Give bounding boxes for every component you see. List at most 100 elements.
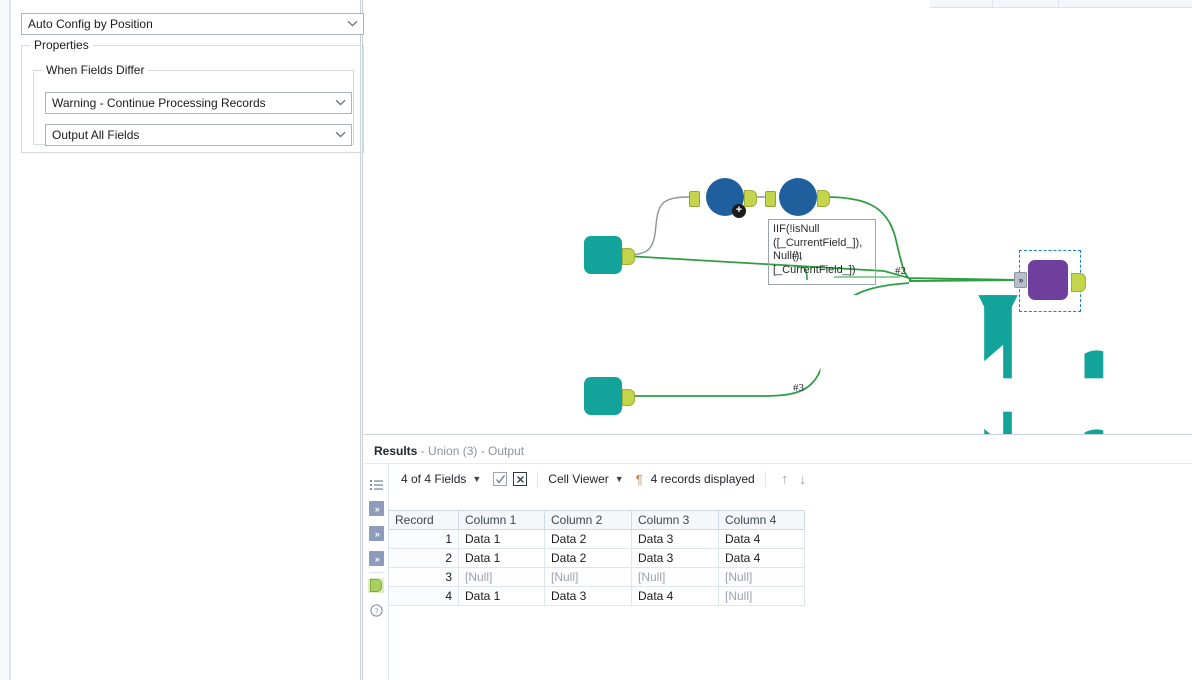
when-fields-differ-select[interactable]: Warning - Continue Processing Records <box>45 92 352 114</box>
chevron-down-icon: ▼ <box>614 474 624 484</box>
records-displayed-label: 4 records displayed <box>651 472 755 486</box>
output-anchor[interactable] <box>622 248 635 265</box>
svg-text:?: ? <box>375 607 379 616</box>
toolbar-divider <box>537 471 539 487</box>
column-header-record[interactable]: Record <box>388 510 459 530</box>
table-row[interactable]: 2 Data 1 Data 2 Data 3 Data 4 <box>388 548 805 568</box>
table-row[interactable]: 4 Data 1 Data 3 Data 4 [Null] <box>388 586 805 606</box>
book-icon <box>584 236 1176 434</box>
results-title-bold: Results <box>374 444 418 458</box>
tool-transpose[interactable]: + <box>689 178 1192 434</box>
results-title-divider <box>364 463 1192 464</box>
records-displayed-text: 4 records displayed <box>650 472 755 486</box>
cell-col1[interactable]: [Null] <box>458 567 545 587</box>
cell-col3[interactable]: Data 4 <box>631 586 719 606</box>
cell-col2[interactable]: [Null] <box>544 567 632 587</box>
cell-col2[interactable]: Data 2 <box>544 529 632 549</box>
cell-col4[interactable]: [Null] <box>718 586 805 606</box>
output-anchor[interactable] <box>1071 273 1086 292</box>
tool-input-data-bottom[interactable] <box>584 377 635 415</box>
cell-col2[interactable]: Data 3 <box>544 586 632 606</box>
cell-col3[interactable]: Data 3 <box>631 548 719 568</box>
column-header-1[interactable]: Column 1 <box>458 510 545 530</box>
move-arrows-icon: + <box>706 178 1192 434</box>
chevron-double-right-icon[interactable]: » <box>369 501 384 516</box>
cell-col4[interactable]: [Null] <box>718 567 805 587</box>
properties-group: Properties When Fields Differ Warning - … <box>21 38 364 153</box>
column-header-3[interactable]: Column 3 <box>631 510 719 530</box>
connection-label-3: #3 <box>793 382 804 394</box>
results-data-grid[interactable]: Record Column 1 Column 2 Column 3 Column… <box>388 510 805 606</box>
table-row[interactable]: 1 Data 1 Data 2 Data 3 Data 4 <box>388 529 805 549</box>
cell-col1[interactable]: Data 1 <box>458 548 545 568</box>
config-mode-select[interactable]: Auto Config by Position <box>21 13 364 35</box>
tool-multi-field-formula[interactable] <box>765 178 1192 434</box>
when-fields-differ-value: Warning - Continue Processing Records <box>52 96 266 110</box>
properties-group-legend: Properties <box>30 38 93 52</box>
tool-configuration-panel: Auto Config by Position Properties When … <box>0 0 364 680</box>
column-header-2[interactable]: Column 2 <box>544 510 632 530</box>
input-anchor[interactable] <box>765 191 776 207</box>
rail-divider <box>369 572 384 573</box>
canvas-top-partial-grid <box>930 0 1192 8</box>
cell-record: 4 <box>388 586 459 606</box>
cell-col2[interactable]: Data 2 <box>544 548 632 568</box>
config-panel-body: Auto Config by Position Properties When … <box>10 0 364 680</box>
results-toolbar: 4 of 4 Fields ▼ Cell Viewer ▼ ¶ 4 record… <box>389 464 1192 494</box>
chevron-double-right-icon[interactable]: » <box>369 526 384 541</box>
chevron-down-icon <box>334 93 346 113</box>
fields-selector-label: 4 of 4 Fields <box>401 472 467 486</box>
formula-annotation[interactable]: IIF(!isNull ([_CurrentField_]), Null(), … <box>768 219 876 285</box>
chevron-double-right-icon[interactable]: » <box>369 551 384 566</box>
cell-col4[interactable]: Data 4 <box>718 529 805 549</box>
connection-label-1: #1 <box>792 250 803 262</box>
config-mode-value: Auto Config by Position <box>28 17 153 31</box>
cell-record: 3 <box>388 567 459 587</box>
help-icon[interactable]: ? <box>368 602 385 619</box>
cell-viewer-label: Cell Viewer <box>548 472 609 486</box>
output-anchor[interactable] <box>817 190 830 207</box>
fields-selector[interactable]: 4 of 4 Fields ▼ <box>401 472 481 486</box>
input-anchor[interactable]: » <box>1014 272 1027 288</box>
deselect-all-fields-button[interactable] <box>513 472 528 486</box>
grid-header-row: Record Column 1 Column 2 Column 3 Column… <box>388 510 805 530</box>
tool-union[interactable]: » <box>1014 260 1086 300</box>
cell-viewer-selector[interactable]: Cell Viewer ▼ <box>548 472 623 486</box>
when-fields-differ-legend: When Fields Differ <box>42 63 149 77</box>
select-all-fields-button[interactable] <box>493 472 508 486</box>
chevron-down-icon <box>346 14 358 34</box>
input-anchor[interactable] <box>689 191 700 207</box>
when-fields-differ-group: When Fields Differ Warning - Continue Pr… <box>33 63 354 146</box>
cell-record: 1 <box>388 529 459 549</box>
tool-input-data-top[interactable] <box>584 236 1176 434</box>
arrow-up-icon[interactable]: ↑ <box>780 470 789 488</box>
connection-label-2: #2 <box>895 265 906 277</box>
results-title: Results - Union (3) - Output <box>374 442 524 460</box>
cell-col1[interactable]: Data 1 <box>458 529 545 549</box>
output-anchor[interactable] <box>744 190 757 207</box>
cell-col1[interactable]: Data 1 <box>458 586 545 606</box>
column-header-4[interactable]: Column 4 <box>718 510 805 530</box>
results-title-rest: - Union (3) - Output <box>417 444 525 458</box>
pilcrow-icon[interactable]: ¶ <box>635 471 643 487</box>
cell-col3[interactable]: Data 3 <box>631 529 719 549</box>
output-anchor-icon[interactable] <box>368 578 384 593</box>
workflow-canvas[interactable]: + » <box>364 0 1192 434</box>
output-anchor[interactable] <box>622 389 635 406</box>
cell-col4[interactable]: Data 4 <box>718 548 805 568</box>
cell-col3[interactable]: [Null] <box>631 567 719 587</box>
union-dna-icon <box>1028 260 1068 300</box>
table-row[interactable]: 3 [Null] [Null] [Null] [Null] <box>388 567 805 587</box>
cell-record: 2 <box>388 548 459 568</box>
chevron-down-icon: ▼ <box>472 474 482 484</box>
beaker-icon <box>779 178 1192 434</box>
results-left-rail: » » » ? <box>364 464 389 680</box>
list-icon[interactable] <box>368 477 385 494</box>
arrow-down-icon[interactable]: ↓ <box>798 470 807 488</box>
output-fields-value: Output All Fields <box>52 128 140 142</box>
output-fields-select[interactable]: Output All Fields <box>45 124 352 146</box>
plus-badge-icon: + <box>732 204 746 218</box>
config-panel-left-rail <box>0 0 10 680</box>
book-icon <box>584 377 622 415</box>
